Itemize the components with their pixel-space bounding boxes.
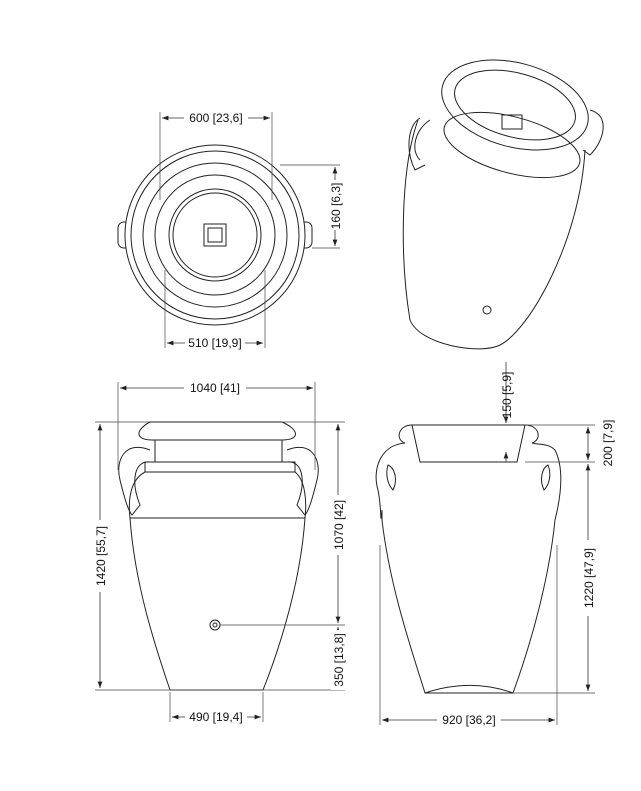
- dim-920: 920 [36,2]: [442, 713, 495, 727]
- dim-1420: 1420 [55,7]: [94, 526, 108, 586]
- drain-tap: [209, 619, 221, 631]
- dim-1040: 1040 [41]: [190, 381, 240, 395]
- dim-160: 160 [6,3]: [329, 183, 343, 230]
- front-view: 1040 [41] 1420 [55,7] 1070 [42] 350 [13,…: [93, 381, 346, 724]
- dim-1220: 1220 [47,9]: [582, 548, 596, 608]
- dim-600: 600 [23,6]: [189, 111, 242, 125]
- dim-150: 150 [5,9]: [500, 372, 514, 419]
- side-view: 150 [5,9] 200 [7,9] 1220 [47,9] 920 [36,…: [375, 362, 615, 727]
- filter-cap: [501, 114, 523, 130]
- isometric-view: [402, 59, 604, 350]
- dim-490: 490 [19,4]: [189, 710, 242, 724]
- top-view: 600 [23,6] 160 [6,3] 510 [19,9]: [117, 111, 343, 350]
- dim-510: 510 [19,9]: [188, 336, 241, 350]
- dim-1070: 1070 [42]: [332, 500, 346, 550]
- filter-cap: [203, 223, 227, 247]
- dim-350: 350 [13,8]: [332, 633, 346, 686]
- drain-tap: [482, 305, 492, 315]
- dim-200: 200 [7,9]: [601, 420, 615, 467]
